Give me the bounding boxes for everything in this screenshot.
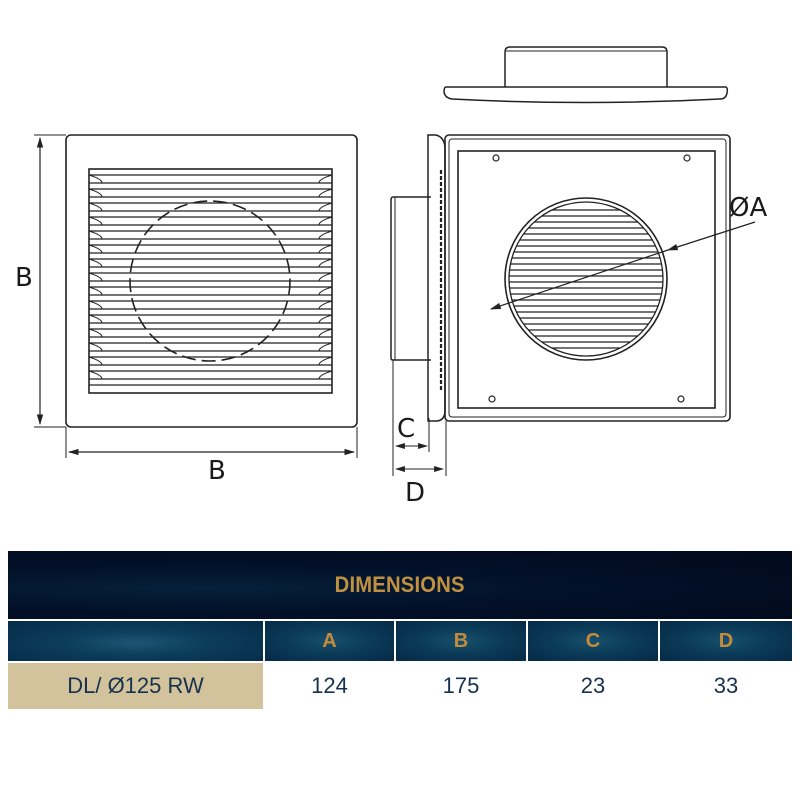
header-cell-d: D bbox=[660, 621, 792, 661]
screw-hole-icon bbox=[492, 154, 500, 162]
flange-edge bbox=[427, 134, 446, 422]
label-d: D bbox=[405, 478, 426, 508]
label-diameter-a: ØA bbox=[729, 193, 768, 223]
top-rim bbox=[443, 86, 729, 104]
screw-hole-icon bbox=[683, 154, 691, 162]
front-slats bbox=[89, 174, 332, 386]
hidden-duct-circle bbox=[129, 200, 291, 362]
label-b-vertical: B bbox=[15, 263, 33, 293]
front-view bbox=[34, 134, 358, 458]
back-view bbox=[390, 134, 756, 476]
outlet-slats bbox=[509, 209, 663, 349]
top-boss bbox=[504, 46, 668, 87]
header-cell-model bbox=[8, 621, 263, 661]
value-cell-b: 175 bbox=[396, 663, 526, 709]
technical-drawing: B B ØA C D bbox=[15, 46, 768, 508]
outlet-circle-outer bbox=[504, 197, 668, 361]
back-plate bbox=[444, 134, 731, 422]
screw-hole-icon bbox=[488, 395, 496, 403]
header-cell-c: C bbox=[528, 621, 658, 661]
spigot bbox=[390, 196, 431, 361]
dim-line-a bbox=[489, 249, 669, 310]
table-title-bar: DIMENSIONS bbox=[8, 551, 792, 619]
slat-ends bbox=[88, 174, 333, 380]
back-plate-inner bbox=[457, 150, 716, 409]
label-b-horizontal: B bbox=[208, 456, 226, 486]
top-view bbox=[443, 46, 729, 104]
dimensions-table: DIMENSIONS A B C D DL/ Ø125 RW 124 175 2… bbox=[8, 551, 792, 709]
header-cell-a: A bbox=[265, 621, 394, 661]
drawing-svg bbox=[34, 46, 756, 476]
screw-hole-icon bbox=[677, 395, 685, 403]
value-cell-d: 33 bbox=[660, 663, 792, 709]
table-header-row: A B C D bbox=[8, 621, 792, 661]
value-cell-a: 124 bbox=[265, 663, 394, 709]
header-cell-b: B bbox=[396, 621, 526, 661]
value-cell-c: 23 bbox=[528, 663, 658, 709]
front-frame bbox=[65, 134, 358, 428]
table-row: DL/ Ø125 RW 124 175 23 33 bbox=[8, 663, 792, 709]
outlet-circle-inner bbox=[508, 201, 664, 357]
label-c: C bbox=[397, 414, 416, 444]
model-cell: DL/ Ø125 RW bbox=[8, 663, 263, 709]
table-title: DIMENSIONS bbox=[334, 572, 466, 597]
